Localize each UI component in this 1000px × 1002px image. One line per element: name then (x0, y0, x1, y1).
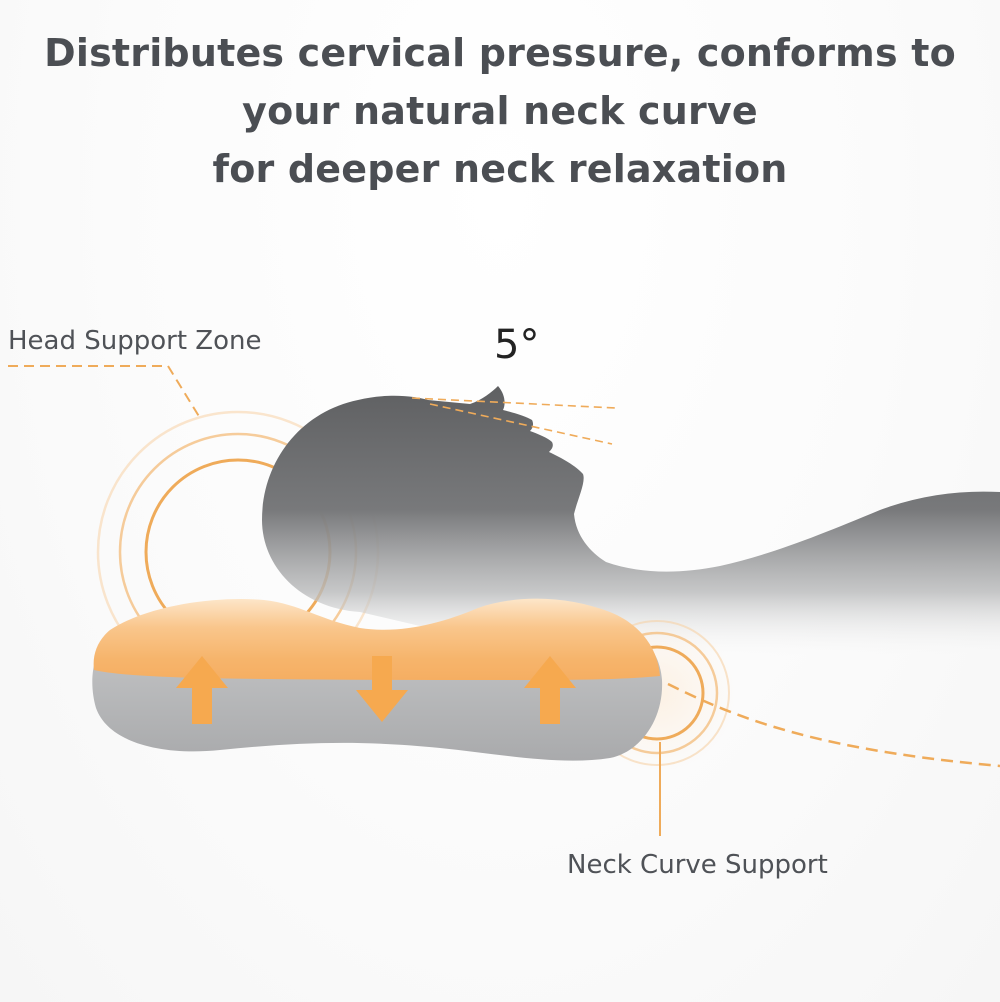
arrow-up-icon (524, 656, 576, 724)
neck-curve-line (667, 682, 1000, 768)
arrow-up-icon (176, 656, 228, 724)
neck-curve-support-label: Neck Curve Support (567, 850, 828, 880)
angle-indicator-lines (411, 397, 617, 445)
angle-label: 5° (494, 322, 540, 368)
page-headline: Distributes cervical pressure, conforms … (0, 24, 1000, 198)
headline-line-2: your natural neck curve (242, 89, 758, 133)
person-silhouette (262, 386, 1000, 661)
head-support-leader-line (8, 365, 201, 419)
headline-line-1: Distributes cervical pressure, conforms … (44, 31, 956, 75)
head-support-zone-label: Head Support Zone (8, 326, 262, 356)
headline-line-3: for deeper neck relaxation (212, 147, 788, 191)
arrow-down-icon (356, 656, 408, 722)
pillow-foam-layer (93, 598, 661, 680)
